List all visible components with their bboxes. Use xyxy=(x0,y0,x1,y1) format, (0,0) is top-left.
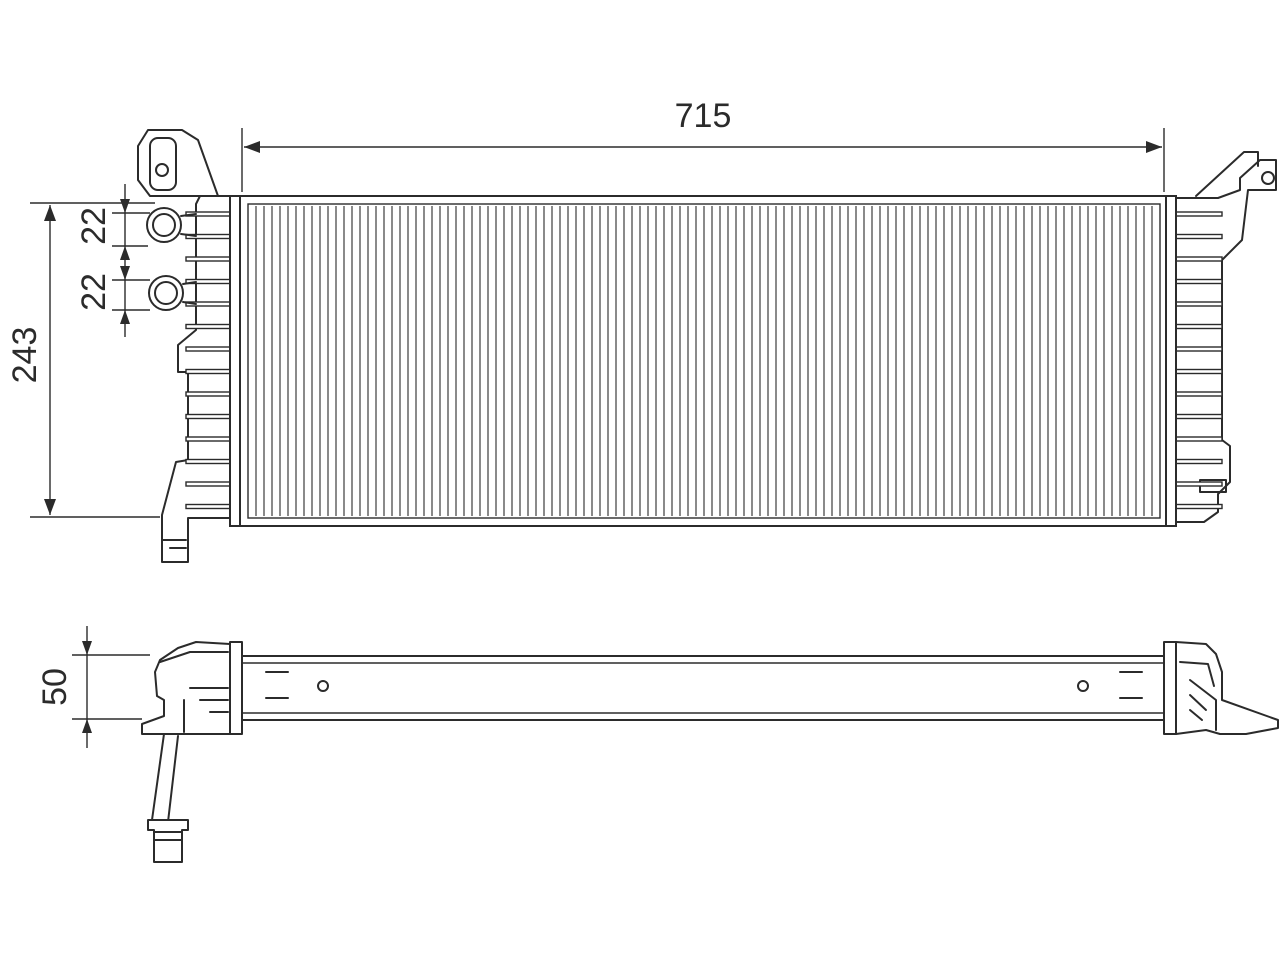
tank-rib xyxy=(1175,413,1223,420)
tank-rib xyxy=(185,436,233,442)
tank-rib xyxy=(1175,481,1223,487)
right-tank xyxy=(1165,151,1277,527)
tank-rib xyxy=(185,413,233,420)
tank-rib xyxy=(1175,391,1223,397)
left-tank xyxy=(137,129,241,563)
tank-rib xyxy=(185,503,233,510)
dimension-width-label: 715 xyxy=(675,97,732,135)
tank-end-cap xyxy=(229,195,241,527)
tank-rib xyxy=(1175,368,1223,375)
dimension-port-spacing-1-label: 22 xyxy=(75,207,113,245)
left-tank-ribs xyxy=(185,195,241,527)
tank-end-cap xyxy=(1165,195,1177,527)
tank-rib xyxy=(1175,503,1223,510)
inlet-port-upper xyxy=(146,207,197,243)
inlet-port-lower xyxy=(148,275,197,311)
side-view: 50 xyxy=(36,626,1279,863)
side-left-tank-and-pipe xyxy=(141,641,231,863)
dimension-width: 715 xyxy=(241,97,1165,192)
core-fins xyxy=(255,206,1153,516)
dimension-port-spacing-2-label: 22 xyxy=(75,273,113,311)
tank-rib xyxy=(185,391,233,397)
tank-rib xyxy=(1175,233,1223,240)
tank-rib xyxy=(1175,256,1223,262)
tank-rib xyxy=(1175,301,1223,307)
dimension-height: 243 xyxy=(6,202,160,518)
tank-rib xyxy=(1175,458,1223,465)
tank-rib xyxy=(1175,278,1223,285)
tank-rib xyxy=(185,458,233,465)
tank-rib xyxy=(185,256,233,262)
dimension-port-spacing: 22 22 xyxy=(75,184,150,337)
tank-rib xyxy=(185,346,233,352)
core-inner-frame xyxy=(247,203,1161,519)
dimension-depth: 50 xyxy=(36,626,150,748)
tank-rib xyxy=(1175,323,1223,330)
tank-rib xyxy=(185,481,233,487)
tank-rib xyxy=(1175,346,1223,352)
tank-rib xyxy=(1175,436,1223,442)
front-view: 715 243 22 22 xyxy=(6,97,1277,563)
dimension-depth-label: 50 xyxy=(36,668,74,706)
tank-rib xyxy=(185,368,233,375)
side-core xyxy=(239,655,1169,721)
side-right-tank-and-bracket xyxy=(1175,641,1279,735)
right-tank-ribs xyxy=(1165,195,1223,527)
tank-rib xyxy=(185,323,233,330)
dimension-height-label: 243 xyxy=(6,327,44,384)
tank-rib xyxy=(1175,211,1223,217)
